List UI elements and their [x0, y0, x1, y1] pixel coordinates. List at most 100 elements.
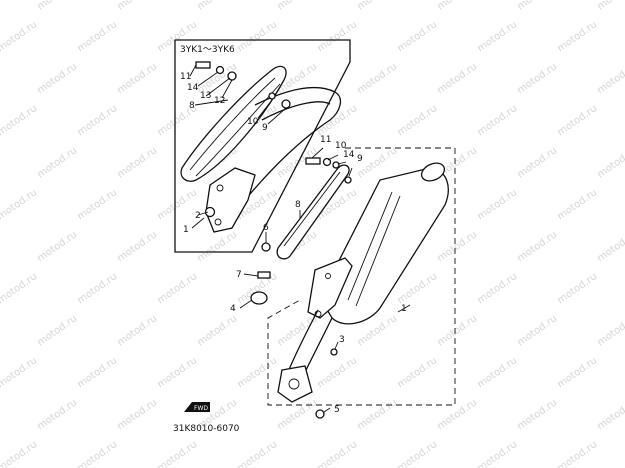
- watermark-text: motod.ru: [595, 0, 625, 12]
- watermark-text: motod.ru: [115, 313, 159, 348]
- main-callouts: 11 10 14 9 8 6 7 4 3 5 1: [230, 135, 407, 415]
- watermark-text: motod.ru: [155, 439, 199, 468]
- inset-fasteners: [195, 61, 291, 218]
- watermark-text: motod.ru: [555, 187, 599, 222]
- watermark-text: motod.ru: [435, 229, 479, 264]
- watermark-text: motod.ru: [35, 229, 79, 264]
- watermark-text: motod.ru: [195, 229, 239, 264]
- watermark-text: motod.ru: [475, 355, 519, 390]
- forward-arrow-icon: FWD: [184, 402, 210, 412]
- watermark-text: motod.ru: [0, 439, 39, 468]
- watermark-text: motod.ru: [35, 145, 79, 180]
- watermark-text: motod.ru: [595, 313, 625, 348]
- watermark-text: motod.ru: [475, 271, 519, 306]
- callout-inset-12: 12: [214, 96, 225, 106]
- inset-heat-shield: [180, 65, 287, 182]
- watermark-text: motod.ru: [355, 61, 399, 96]
- watermark-text: motod.ru: [515, 145, 559, 180]
- watermark-text: motod.ru: [35, 61, 79, 96]
- watermark-text: motod.ru: [475, 103, 519, 138]
- watermark-text: motod.ru: [115, 145, 159, 180]
- watermark-text: motod.ru: [75, 19, 119, 54]
- callout-6: 6: [263, 223, 269, 233]
- callout-inset-8: 8: [189, 101, 195, 111]
- watermark-text: motod.ru: [115, 61, 159, 96]
- watermark-text: motod.ru: [555, 439, 599, 468]
- muffler: [319, 162, 449, 325]
- watermark-text: motod.ru: [355, 0, 399, 12]
- watermark-text: motod.ru: [0, 103, 39, 138]
- callout-9: 9: [357, 154, 363, 164]
- watermark-text: motod.ru: [435, 61, 479, 96]
- callout-7: 7: [236, 270, 242, 280]
- watermark-text: motod.ru: [195, 0, 239, 12]
- callout-14: 14: [343, 150, 355, 160]
- callout-10: 10: [335, 141, 347, 151]
- watermark-text: motod.ru: [555, 355, 599, 390]
- watermark-text: motod.ru: [235, 439, 279, 468]
- inset-title: 3YK1～3YK6: [180, 45, 235, 55]
- watermark-text: motod.ru: [155, 187, 199, 222]
- watermark-text: motod.ru: [235, 19, 279, 54]
- watermark-text: motod.ru: [315, 355, 359, 390]
- main-fasteners: [250, 157, 352, 419]
- watermark-text: motod.ru: [475, 187, 519, 222]
- watermark-text: motod.ru: [315, 103, 359, 138]
- watermark-text: motod.ru: [555, 103, 599, 138]
- callout-8: 8: [295, 200, 301, 210]
- assembly-outline: [267, 147, 456, 406]
- watermark-text: motod.ru: [475, 439, 519, 468]
- watermark-text: motod.ru: [275, 397, 319, 432]
- callout-inset-14: 14: [187, 83, 199, 93]
- callout-inset-2: 2: [195, 211, 201, 221]
- watermark-text: motod.ru: [315, 19, 359, 54]
- callout-1: 1: [401, 304, 407, 314]
- watermark-text: motod.ru: [75, 103, 119, 138]
- watermark-text: motod.ru: [235, 355, 279, 390]
- callout-inset-9: 9: [262, 123, 268, 133]
- watermark-text: motod.ru: [515, 313, 559, 348]
- watermark-text: motod.ru: [515, 397, 559, 432]
- forward-arrow-label: FWD: [194, 405, 208, 412]
- watermark-text: motod.ru: [75, 187, 119, 222]
- watermark-text: motod.ru: [395, 439, 439, 468]
- callout-4: 4: [230, 304, 236, 314]
- watermark-text: motod.ru: [275, 0, 319, 12]
- callout-3: 3: [339, 335, 345, 345]
- inset-callouts: 11 14 13 12 8 10 9 2 1: [180, 72, 268, 235]
- watermark-text: motod.ru: [475, 19, 519, 54]
- leader-lines: [189, 64, 411, 413]
- watermark-text: motod.ru: [275, 313, 319, 348]
- watermark-text: motod.ru: [595, 229, 625, 264]
- watermark-text: motod.ru: [0, 271, 39, 306]
- watermark-text: motod.ru: [115, 0, 159, 12]
- watermark-text: motod.ru: [395, 19, 439, 54]
- watermark-text: motod.ru: [395, 355, 439, 390]
- watermark-text: motod.ru: [435, 397, 479, 432]
- exhaust-pipe: [277, 309, 333, 403]
- watermark-text: motod.ru: [515, 229, 559, 264]
- watermark-text: motod.ru: [515, 0, 559, 12]
- callout-inset-11: 11: [180, 72, 191, 82]
- watermark-text: motod.ru: [115, 229, 159, 264]
- watermark-text: motod.ru: [595, 61, 625, 96]
- watermark-text: motod.ru: [355, 397, 399, 432]
- watermark-text: motod.ru: [75, 439, 119, 468]
- watermark-text: motod.ru: [0, 187, 39, 222]
- inset-frame: [174, 39, 351, 253]
- watermark-text: motod.ru: [0, 355, 39, 390]
- callout-11: 11: [320, 135, 331, 145]
- callout-inset-1: 1: [183, 225, 189, 235]
- watermark-text: motod.ru: [35, 0, 79, 12]
- watermark-text: motod.ru: [155, 271, 199, 306]
- watermark-text: motod.ru: [555, 271, 599, 306]
- watermark-text: motod.ru: [35, 397, 79, 432]
- watermark-text: motod.ru: [435, 313, 479, 348]
- watermark-text: motod.ru: [315, 439, 359, 468]
- watermark-text: motod.ru: [195, 313, 239, 348]
- watermark-text: motod.ru: [515, 61, 559, 96]
- watermark-text: motod.ru: [155, 355, 199, 390]
- watermark-text: motod.ru: [395, 103, 439, 138]
- callout-inset-10: 10: [247, 117, 259, 127]
